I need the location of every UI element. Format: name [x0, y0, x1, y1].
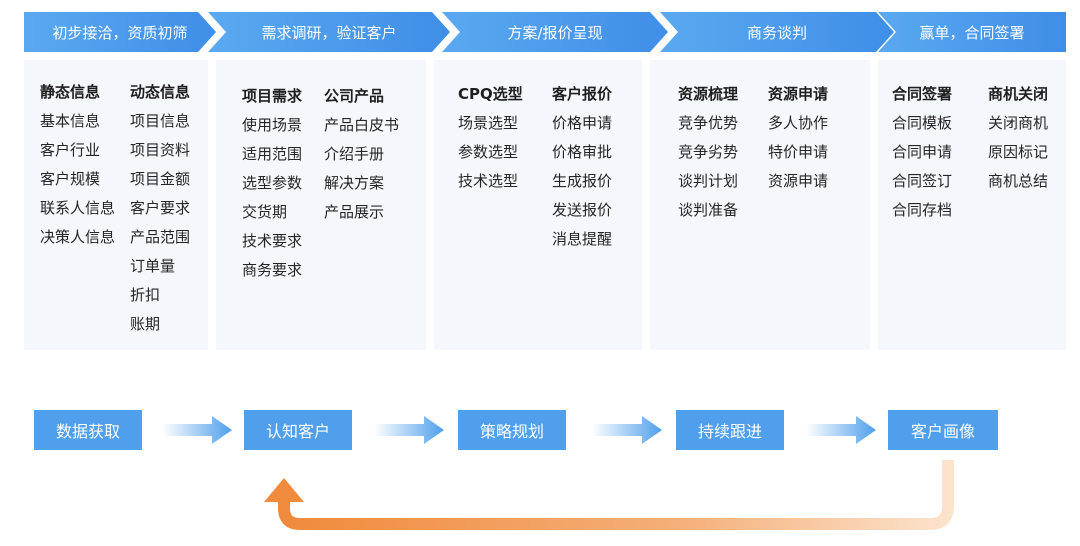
stage-label: 赢单，合同签署 [919, 23, 1025, 42]
panel-initial-contact: 静态信息 基本信息 客户行业 客户规模 联系人信息 决策人信息 动态信息 项目信… [24, 60, 208, 350]
flow-step-customer-profile: 客户画像 [888, 410, 998, 450]
panel-requirement-research: 项目需求 使用场景 适用范围 选型参数 交货期 技术要求 商务要求 公司产品 产… [216, 60, 426, 350]
arrow-right-icon [592, 416, 662, 444]
column-contract-signing: 合同签署 合同模板 合同申请 合同签订 合同存档 [892, 80, 952, 225]
stage-requirement-research: 需求调研，验证客户 [208, 12, 450, 52]
flow-step-label: 数据获取 [55, 422, 120, 441]
stage-bar: 初步接洽，资质初筛 需求调研，验证客户 方案/报价呈现 商务谈判 赢单，合同签署 [0, 0, 1080, 60]
column-company-products: 公司产品 产品白皮书 介绍手册 解决方案 产品展示 [324, 82, 399, 227]
list-item: 合同申请 [892, 143, 953, 161]
stage-label: 方案/报价呈现 [507, 23, 603, 42]
list-item: 使用场景 [242, 116, 303, 134]
list-item: 联系人信息 [40, 199, 116, 217]
list-item: 竞争劣势 [678, 143, 739, 161]
list-item: 产品范围 [130, 228, 191, 246]
list-item: 技术要求 [242, 232, 303, 250]
stage-initial-contact: 初步接洽，资质初筛 [24, 12, 216, 52]
flow-step-strategy-planning: 策略规划 [458, 410, 566, 450]
list-item: 客户要求 [130, 199, 191, 217]
list-item: 关闭商机 [988, 114, 1049, 132]
column-project-needs: 项目需求 使用场景 适用范围 选型参数 交货期 技术要求 商务要求 [242, 82, 302, 285]
list-item: 技术选型 [458, 172, 519, 190]
arrow-right-icon [162, 416, 232, 444]
arrow-right-icon [374, 416, 444, 444]
stage-negotiation: 商务谈判 [660, 12, 894, 52]
list-item: 项目信息 [130, 112, 191, 130]
list-item: 参数选型 [458, 143, 519, 161]
column-heading: 动态信息 [130, 83, 191, 101]
column-customer-quote: 客户报价 价格申请 价格审批 生成报价 发送报价 消息提醒 [552, 80, 612, 254]
list-item: 交货期 [242, 203, 288, 221]
list-item: 价格审批 [552, 143, 613, 161]
column-heading: 静态信息 [40, 83, 101, 101]
column-heading: 公司产品 [324, 87, 385, 105]
column-heading: 客户报价 [552, 85, 613, 103]
column-static-info: 静态信息 基本信息 客户行业 客户规模 联系人信息 决策人信息 [40, 78, 115, 252]
column-heading: 资源申请 [768, 85, 829, 103]
column-resource-request: 资源申请 多人协作 特价申请 资源申请 [768, 80, 828, 196]
list-item: 特价申请 [768, 143, 829, 161]
list-item: 介绍手册 [324, 145, 385, 163]
flow-step-label: 持续跟进 [697, 422, 762, 441]
list-item: 订单量 [130, 257, 176, 275]
list-item: 客户行业 [40, 141, 101, 159]
list-item: 合同模板 [892, 114, 953, 132]
list-item: 账期 [130, 315, 161, 333]
list-item: 基本信息 [40, 112, 101, 130]
list-item: 多人协作 [768, 114, 829, 132]
list-item: 合同签订 [892, 172, 953, 190]
list-item: 消息提醒 [552, 230, 613, 248]
list-item: 竞争优势 [678, 114, 739, 132]
column-heading: 商机关闭 [988, 85, 1049, 103]
list-item: 商务要求 [242, 261, 303, 279]
stage-proposal-quote: 方案/报价呈现 [442, 12, 668, 52]
list-item: 发送报价 [552, 201, 613, 219]
list-item: 生成报价 [552, 172, 613, 190]
list-item: 适用范围 [242, 145, 303, 163]
flow-step-label: 客户画像 [910, 422, 975, 441]
list-item: 谈判准备 [678, 201, 739, 219]
list-item: 项目资料 [130, 141, 191, 159]
flow-step-continuous-follow-up: 持续跟进 [676, 410, 784, 450]
list-item: 产品白皮书 [324, 116, 400, 134]
flow-step-label: 认知客户 [265, 422, 330, 441]
column-opportunity-close: 商机关闭 关闭商机 原因标记 商机总结 [988, 80, 1048, 196]
panel-negotiation: 资源梳理 竞争优势 竞争劣势 谈判计划 谈判准备 资源申请 多人协作 特价申请 … [650, 60, 870, 350]
list-item: 项目金额 [130, 170, 191, 188]
panel-proposal-quote: CPQ选型 场景选型 参数选型 技术选型 客户报价 价格申请 价格审批 生成报价… [434, 60, 642, 350]
flow-step-label: 策略规划 [479, 422, 544, 441]
column-cpq-selection: CPQ选型 场景选型 参数选型 技术选型 [458, 80, 523, 196]
stage-contract-signing: 赢单，合同签署 [878, 12, 1066, 52]
list-item: 决策人信息 [40, 228, 116, 246]
column-heading: CPQ选型 [458, 85, 523, 103]
list-item: 合同存档 [892, 201, 953, 219]
list-item: 选型参数 [242, 174, 303, 192]
stage-label: 商务谈判 [746, 23, 807, 42]
list-item: 谈判计划 [678, 172, 739, 190]
column-heading: 资源梳理 [678, 85, 739, 103]
arrow-right-icon [806, 416, 876, 444]
stage-label: 需求调研，验证客户 [261, 23, 397, 42]
list-item: 原因标记 [988, 143, 1049, 161]
list-item: 产品展示 [324, 203, 385, 221]
flow-step-customer-understanding: 认知客户 [244, 410, 352, 450]
list-item: 资源申请 [768, 172, 829, 190]
column-resource-review: 资源梳理 竞争优势 竞争劣势 谈判计划 谈判准备 [678, 80, 738, 225]
list-item: 解决方案 [324, 174, 385, 192]
column-heading: 合同签署 [892, 85, 953, 103]
list-item: 商机总结 [988, 172, 1049, 190]
list-item: 场景选型 [458, 114, 519, 132]
list-item: 价格申请 [552, 114, 613, 132]
flow-step-data-acquisition: 数据获取 [34, 410, 142, 450]
column-dynamic-info: 动态信息 项目信息 项目资料 项目金额 客户要求 产品范围 订单量 折扣 账期 [130, 78, 190, 339]
list-item: 客户规模 [40, 170, 101, 188]
panel-contract-signing: 合同签署 合同模板 合同申请 合同签订 合同存档 商机关闭 关闭商机 原因标记 … [878, 60, 1066, 350]
column-heading: 项目需求 [242, 87, 303, 105]
list-item: 折扣 [130, 286, 161, 304]
stage-label: 初步接洽，资质初筛 [52, 23, 188, 42]
